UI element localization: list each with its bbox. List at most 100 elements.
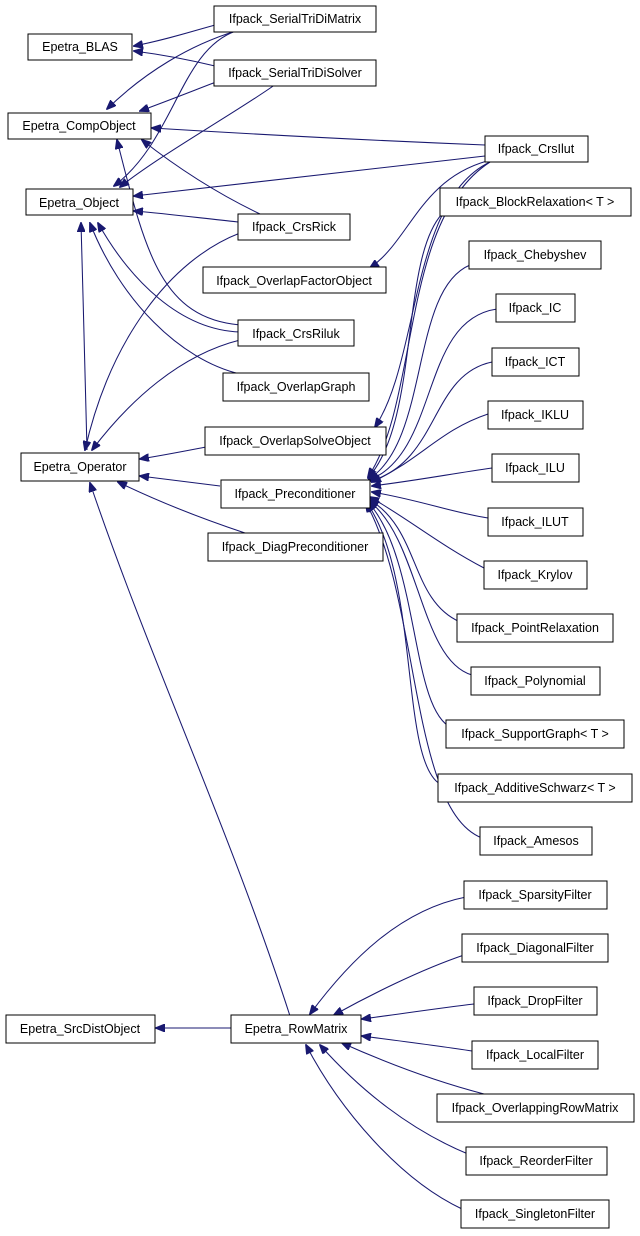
node-label: Ifpack_SerialTriDiMatrix — [229, 12, 362, 26]
node-ifpack-amesos[interactable]: Ifpack_Amesos — [479, 826, 593, 856]
node-label: Ifpack_ILU — [505, 461, 565, 475]
node-epetra-operator[interactable]: Epetra_Operator — [20, 452, 140, 482]
node-label: Ifpack_CrsRiluk — [252, 327, 340, 341]
edge-crsrick-to-operator — [85, 232, 241, 450]
node-ifpack-krylov[interactable]: Ifpack_Krylov — [483, 560, 588, 590]
node-ifpack-additiveschwarz[interactable]: Ifpack_AdditiveSchwarz< T > — [437, 773, 633, 803]
edge-diagpreconditioner-to-operator — [118, 482, 246, 534]
edge-operator-to-object — [81, 223, 88, 451]
edge-serialtridimatrix-to-blas — [134, 24, 216, 46]
node-label: Ifpack_SerialTriDiSolver — [228, 66, 362, 80]
edge-crsilut-to-overlapsolveobject — [375, 161, 491, 427]
node-label: Ifpack_Polynomial — [484, 674, 585, 688]
edge-crsilut-to-compobject — [152, 128, 486, 146]
node-epetra-object[interactable]: Epetra_Object — [25, 188, 134, 216]
edge-crsrick-to-compobject — [142, 140, 261, 215]
edge-overlappingrowmatrix-to-rowmatrix — [342, 1043, 485, 1095]
node-ifpack-crsriluk[interactable]: Ifpack_CrsRiluk — [237, 319, 355, 347]
node-label: Ifpack_OverlapGraph — [237, 380, 356, 394]
node-ifpack-overlappingrowmatrix[interactable]: Ifpack_OverlappingRowMatrix — [436, 1093, 635, 1123]
node-ifpack-overlapsolveobject[interactable]: Ifpack_OverlapSolveObject — [204, 426, 387, 456]
node-label: Epetra_Operator — [33, 460, 126, 474]
node-label: Ifpack_DropFilter — [487, 994, 582, 1008]
edge-dropfilter-to-rowmatrix — [362, 1003, 475, 1019]
node-ifpack-preconditioner[interactable]: Ifpack_Preconditioner — [220, 479, 371, 509]
node-ifpack-ic[interactable]: Ifpack_IC — [495, 293, 576, 323]
node-label: Ifpack_LocalFilter — [486, 1048, 584, 1062]
edge-amesos-to-preconditioner — [366, 503, 483, 839]
edge-polynomial-to-preconditioner — [369, 501, 473, 676]
edge-crsilut-to-overlapfactorobject — [370, 160, 488, 268]
edge-serialtridimatrix-to-compobject — [107, 30, 237, 109]
node-ifpack-chebyshev[interactable]: Ifpack_Chebyshev — [468, 240, 602, 270]
node-label: Ifpack_ICT — [505, 355, 566, 369]
node-ifpack-polynomial[interactable]: Ifpack_Polynomial — [470, 666, 601, 696]
edge-iklu-to-preconditioner — [372, 413, 489, 482]
node-label: Ifpack_Krylov — [497, 568, 573, 582]
node-epetra-srcdistobject[interactable]: Epetra_SrcDistObject — [5, 1014, 156, 1044]
edge-singletonfilter-to-rowmatrix — [306, 1045, 463, 1210]
node-ifpack-ilu[interactable]: Ifpack_ILU — [491, 453, 580, 483]
node-label: Ifpack_OverlappingRowMatrix — [452, 1101, 619, 1115]
node-label: Ifpack_ILUT — [501, 515, 569, 529]
edge-localfilter-to-rowmatrix — [362, 1036, 473, 1052]
node-label: Ifpack_BlockRelaxation< T > — [456, 195, 615, 209]
node-label: Ifpack_Preconditioner — [235, 487, 356, 501]
edge-serialtridisolver-to-object — [120, 83, 277, 187]
node-ifpack-iklu[interactable]: Ifpack_IKLU — [487, 400, 584, 430]
node-label: Ifpack_PointRelaxation — [471, 621, 599, 635]
node-label: Ifpack_SingletonFilter — [475, 1207, 595, 1221]
node-ifpack-localfilter[interactable]: Ifpack_LocalFilter — [471, 1040, 599, 1070]
node-ifpack-overlapgraph[interactable]: Ifpack_OverlapGraph — [222, 372, 370, 402]
edge-ic-to-preconditioner — [370, 308, 498, 480]
node-ifpack-diagonalfilter[interactable]: Ifpack_DiagonalFilter — [461, 933, 609, 963]
node-label: Ifpack_SparsityFilter — [478, 888, 591, 902]
node-label: Ifpack_Chebyshev — [484, 248, 588, 262]
node-label: Ifpack_OverlapSolveObject — [219, 434, 371, 448]
edge-overlapsolveobject-to-operator — [140, 446, 207, 459]
node-label: Epetra_BLAS — [42, 40, 118, 54]
node-ifpack-crsrick[interactable]: Ifpack_CrsRick — [237, 213, 351, 241]
node-label: Ifpack_CrsIlut — [498, 142, 575, 156]
edge-serialtridisolver-to-compobject — [140, 81, 217, 111]
node-ifpack-dropfilter[interactable]: Ifpack_DropFilter — [473, 986, 598, 1016]
node-ifpack-ilut[interactable]: Ifpack_ILUT — [487, 507, 584, 537]
node-label: Ifpack_AdditiveSchwarz< T > — [454, 781, 615, 795]
node-ifpack-supportgraph[interactable]: Ifpack_SupportGraph< T > — [445, 719, 625, 749]
edge-krylov-to-preconditioner — [370, 497, 485, 569]
edge-overlapgraph-to-object — [90, 223, 241, 375]
node-label: Ifpack_Amesos — [493, 834, 578, 848]
node-ifpack-blockrelaxation[interactable]: Ifpack_BlockRelaxation< T > — [439, 187, 632, 217]
edge-pointrelaxation-to-preconditioner — [370, 500, 461, 623]
nodes-layer: Epetra_BLAS Epetra_CompObject Epetra_Obj… — [5, 5, 635, 1229]
node-ifpack-ict[interactable]: Ifpack_ICT — [491, 347, 580, 377]
node-ifpack-serialtridisolver[interactable]: Ifpack_SerialTriDiSolver — [213, 59, 377, 87]
node-label: Ifpack_ReorderFilter — [479, 1154, 592, 1168]
node-ifpack-overlapfactorobject[interactable]: Ifpack_OverlapFactorObject — [202, 266, 387, 294]
node-label: Ifpack_IC — [509, 301, 562, 315]
node-epetra-rowmatrix[interactable]: Epetra_RowMatrix — [230, 1014, 362, 1044]
node-label: Epetra_SrcDistObject — [20, 1022, 141, 1036]
edge-ilu-to-preconditioner — [372, 467, 493, 486]
node-ifpack-crsilut[interactable]: Ifpack_CrsIlut — [484, 135, 589, 163]
edge-preconditioner-to-operator — [140, 476, 221, 487]
node-ifpack-singletonfilter[interactable]: Ifpack_SingletonFilter — [460, 1199, 610, 1229]
node-label: Ifpack_OverlapFactorObject — [216, 274, 372, 288]
node-epetra-blas[interactable]: Epetra_BLAS — [27, 33, 133, 61]
node-ifpack-reorderfilter[interactable]: Ifpack_ReorderFilter — [465, 1146, 608, 1176]
node-epetra-compobject[interactable]: Epetra_CompObject — [7, 112, 152, 140]
node-ifpack-serialtridimatrix[interactable]: Ifpack_SerialTriDiMatrix — [213, 5, 377, 33]
edge-crsriluk-to-operator — [92, 339, 241, 450]
node-label: Epetra_Object — [39, 196, 119, 210]
node-label: Ifpack_IKLU — [501, 408, 569, 422]
node-ifpack-sparsityfilter[interactable]: Ifpack_SparsityFilter — [463, 880, 608, 910]
edge-crsriluk-to-compobject — [117, 140, 241, 326]
node-ifpack-pointrelaxation[interactable]: Ifpack_PointRelaxation — [456, 613, 614, 643]
node-ifpack-diagpreconditioner[interactable]: Ifpack_DiagPreconditioner — [207, 532, 384, 562]
edge-crsrick-to-object — [134, 211, 239, 223]
edge-ict-to-preconditioner — [371, 361, 493, 481]
edge-crsilut-to-object — [134, 155, 486, 196]
node-label: Ifpack_DiagonalFilter — [476, 941, 593, 955]
edge-crsriluk-to-object — [98, 223, 241, 333]
